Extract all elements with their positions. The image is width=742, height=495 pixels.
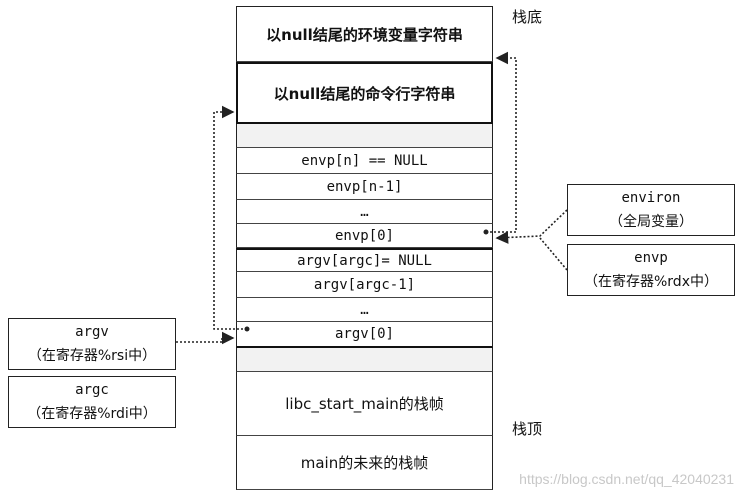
stack-cell-env-strings: 以null结尾的环境变量字符串 <box>236 6 493 62</box>
envp0-to-env-strings-arrow <box>486 51 517 233</box>
stack-cell-argv-dots: … <box>236 298 493 322</box>
argv-pointer-arrow <box>176 331 235 345</box>
envp-box: envp （在寄存器%rdx中） <box>567 244 735 296</box>
stack-cell-envp-n: envp[n] == NULL <box>236 148 493 174</box>
environ-name: environ <box>621 190 681 206</box>
stack-cell-libc-frame: libc_start_main的栈帧 <box>236 372 493 436</box>
stack-top-label: 栈顶 <box>512 420 543 438</box>
envp-pointer-arrow <box>539 237 568 271</box>
environ-pointer-arrow <box>495 209 568 244</box>
stack-cell-envp-n1: envp[n-1] <box>236 174 493 200</box>
envp-desc: （在寄存器%rdx中） <box>584 274 718 290</box>
stack-cell-envp-dots: … <box>236 200 493 224</box>
stack-cell-main-frame: main的未来的栈帧 <box>236 436 493 490</box>
argc-desc: （在寄存器%rdi中） <box>27 406 157 422</box>
argv-desc: （在寄存器%rsi中） <box>27 348 157 364</box>
stack-cell-argv-argc1: argv[argc-1] <box>236 272 493 298</box>
environ-box: environ （全局变量） <box>567 184 735 236</box>
argv0-to-arg-strings-arrow <box>213 105 247 330</box>
environ-desc: （全局变量） <box>609 214 693 230</box>
stack-cell-gap-top <box>236 124 493 148</box>
stack-cell-gap-bottom <box>236 348 493 372</box>
stack-cell-argv-0: argv[0] <box>236 322 493 348</box>
stack-cell-envp-0: envp[0] <box>236 224 493 248</box>
envp-name: envp <box>634 250 668 266</box>
argc-box: argc （在寄存器%rdi中） <box>8 376 176 428</box>
argv-name: argv <box>75 324 109 340</box>
watermark: https://blog.csdn.net/qq_42040231 <box>519 471 734 487</box>
stack-bottom-label: 栈底 <box>512 8 543 26</box>
argc-name: argc <box>75 382 109 398</box>
stack-cell-argv-argc: argv[argc]= NULL <box>236 248 493 272</box>
stack-cell-arg-strings: 以null结尾的命令行字符串 <box>236 62 493 124</box>
argv-box: argv （在寄存器%rsi中） <box>8 318 176 370</box>
